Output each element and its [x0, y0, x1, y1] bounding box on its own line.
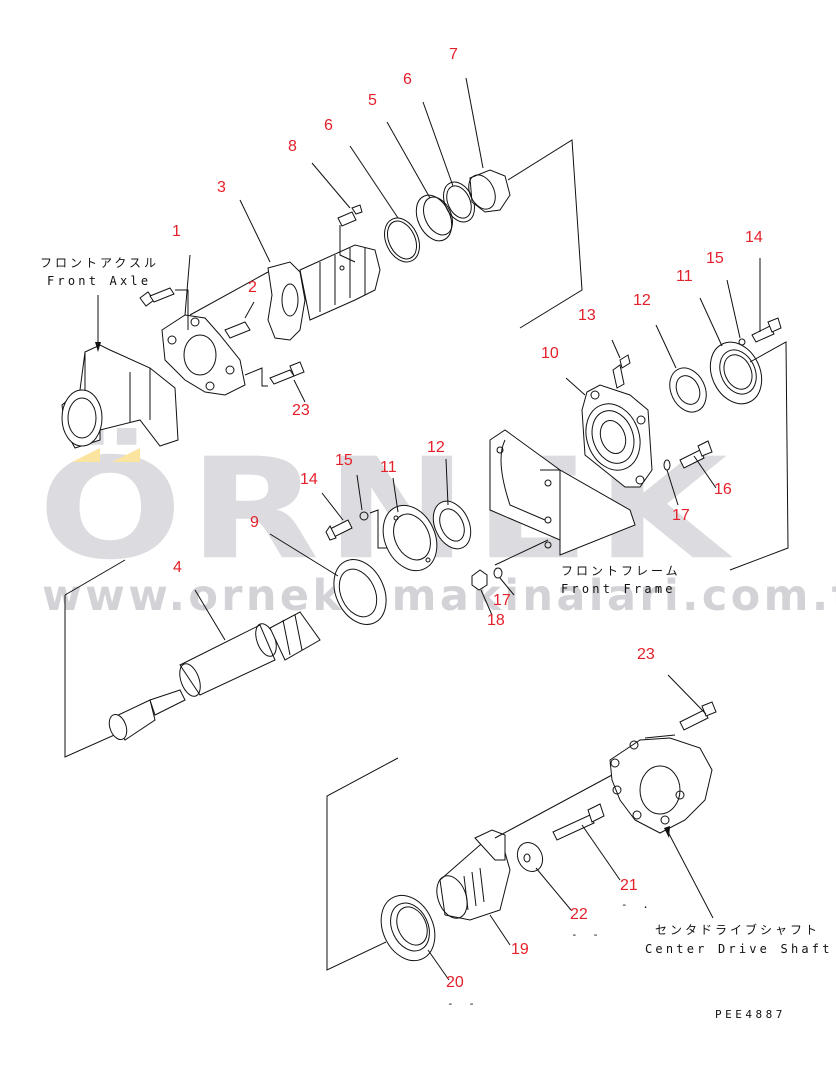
front-frame-label-en: Front Frame — [561, 582, 676, 596]
center-drive-shaft-label-en: Center Drive Shaft — [645, 942, 833, 956]
part-2-grease-fitting — [224, 301, 255, 339]
part-7-dust-cap — [465, 77, 583, 329]
callout-12b[interactable]: 12 — [427, 439, 445, 456]
part-13-grease-fitting — [611, 339, 631, 389]
callout-23a[interactable]: 23 — [292, 402, 310, 419]
front-frame-bracket — [489, 429, 636, 556]
part-17-washer-right — [663, 459, 679, 506]
part-6-ring-b — [422, 101, 475, 223]
part-11-bearing-cover-upper — [699, 297, 789, 571]
callout-17a[interactable]: 17 — [672, 507, 690, 524]
part-23-bolt-front — [244, 361, 306, 403]
part-21-bolt — [552, 803, 621, 881]
part-3-slip-yoke-shaft — [189, 199, 381, 341]
callout-1[interactable]: 1 — [172, 223, 181, 240]
callout-23b[interactable]: 23 — [637, 646, 655, 663]
front-axle-label-jp: フロントアクスル — [40, 256, 160, 270]
callout-11b[interactable]: 11 — [380, 459, 397, 476]
callout-2[interactable]: 2 — [248, 279, 257, 296]
part-15-washer-upper — [726, 279, 746, 346]
callout-4[interactable]: 4 — [173, 559, 182, 576]
callout-22-submark: - - — [571, 928, 603, 941]
center-drive-shaft-label-jp: センタドライブシャフト — [655, 923, 821, 937]
part-4-center-shaft — [64, 559, 321, 758]
callout-15a[interactable]: 15 — [706, 250, 724, 267]
part-14-bolt-upper — [751, 258, 782, 343]
callout-17b[interactable]: 17 — [493, 592, 511, 609]
callout-15b[interactable]: 15 — [335, 452, 353, 469]
watermark-umlaut-icon — [72, 448, 140, 462]
part-11-bearing-cover-lower — [382, 477, 438, 572]
part-9-oil-seal — [269, 533, 387, 625]
callout-19[interactable]: 19 — [511, 941, 529, 958]
part-15-washer-lower — [356, 474, 392, 549]
part-12-bearing-lower — [432, 458, 472, 550]
callout-21-submark: - . — [621, 898, 653, 911]
part-17-washer-lower — [493, 567, 515, 596]
front-frame-label-jp: フロントフレーム — [561, 564, 681, 578]
part-6-ring-a — [349, 145, 420, 263]
bolt-upper-left — [139, 287, 189, 330]
callout-8[interactable]: 8 — [288, 138, 297, 155]
callout-11a[interactable]: 11 — [676, 268, 693, 285]
callout-6a[interactable]: 6 — [324, 117, 333, 134]
front-axle-housing — [61, 295, 179, 449]
callout-14a[interactable]: 14 — [745, 229, 763, 246]
center-drive-shaft-flange — [609, 737, 714, 919]
part-16-bolt — [679, 440, 717, 489]
part-19-coupling-yoke — [436, 774, 613, 946]
callout-3[interactable]: 3 — [217, 179, 226, 196]
part-18-nut — [471, 539, 549, 616]
callout-14b[interactable]: 14 — [300, 471, 318, 488]
part-10-bearing-housing — [565, 377, 653, 488]
watermark-url: www.ornekismakinalari.com.tr — [42, 571, 836, 621]
part-1-flange-yoke — [161, 254, 246, 396]
callout-20-submark: - - — [447, 997, 479, 1010]
callout-5[interactable]: 5 — [368, 92, 377, 109]
callout-21[interactable]: 21 — [620, 877, 638, 894]
callout-12a[interactable]: 12 — [633, 292, 651, 309]
part-12-bearing-upper — [655, 324, 707, 413]
callout-20[interactable]: 20 — [446, 974, 464, 991]
front-axle-label-en: Front Axle — [47, 274, 152, 288]
callout-22[interactable]: 22 — [570, 906, 588, 923]
callout-13[interactable]: 13 — [578, 307, 596, 324]
callout-16[interactable]: 16 — [714, 481, 732, 498]
callout-7[interactable]: 7 — [449, 46, 458, 63]
part-23-bolt-rear — [644, 674, 717, 739]
part-20-oil-seal — [326, 757, 450, 981]
part-22-washer — [516, 841, 572, 911]
callout-18[interactable]: 18 — [487, 612, 505, 629]
part-8-grease-fitting — [311, 162, 363, 263]
callout-9[interactable]: 9 — [250, 514, 259, 531]
callout-10[interactable]: 10 — [541, 345, 559, 362]
part-14-bolt-lower — [321, 492, 353, 541]
drawing-code: PEE4887 — [715, 1008, 786, 1021]
callout-6b[interactable]: 6 — [403, 71, 412, 88]
